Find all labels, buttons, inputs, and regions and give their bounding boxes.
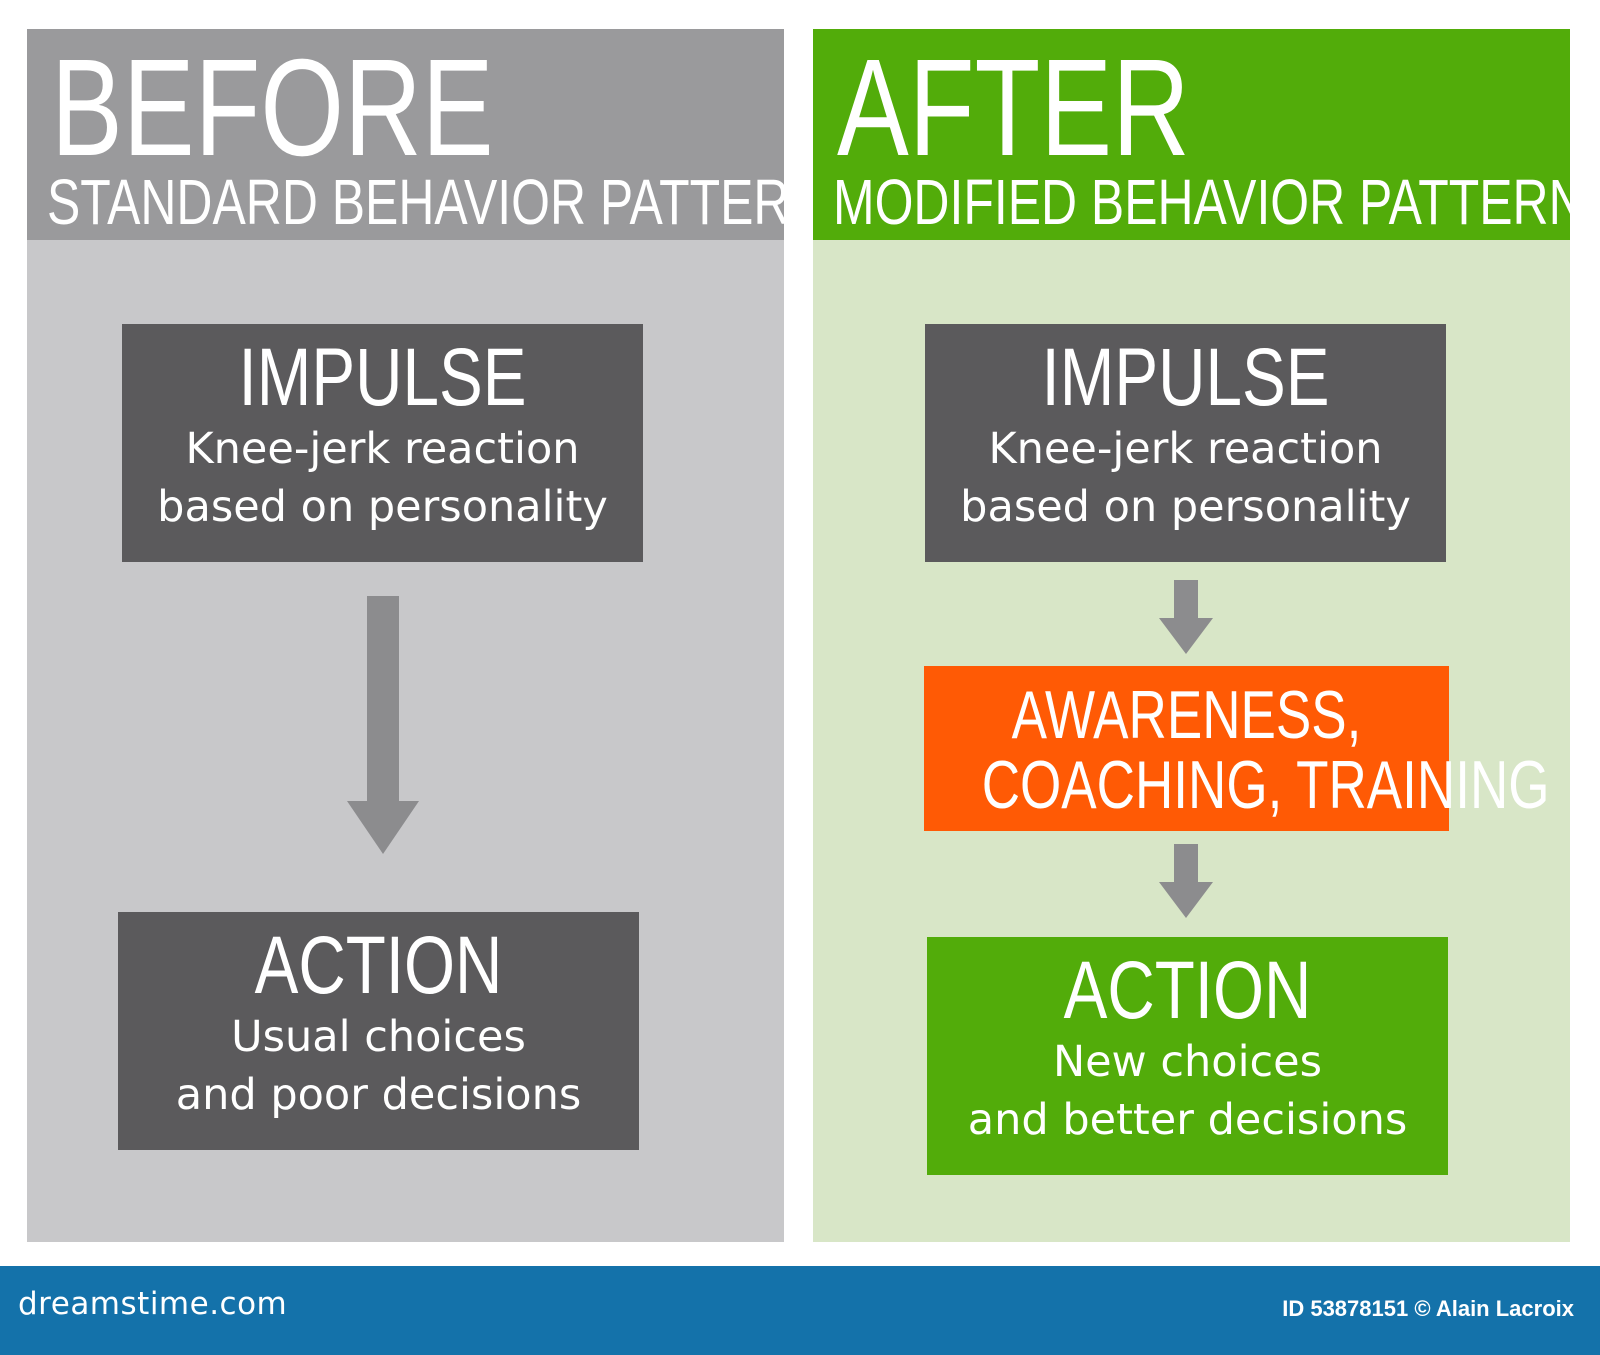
after-action-line2: and better decisions xyxy=(967,1095,1408,1145)
footer-bar: dreamstime.com ID 53878151 © Alain Lacro… xyxy=(0,1266,1600,1355)
after-title: AFTER xyxy=(837,31,1190,185)
after-action-title: ACTION xyxy=(1063,945,1312,1036)
arrow-down-icon xyxy=(1159,580,1213,654)
before-impulse-box: IMPULSE Knee-jerk reaction based on pers… xyxy=(122,324,643,562)
after-action-line1: New choices xyxy=(1052,1037,1323,1087)
after-panel: AFTER MODIFIED BEHAVIOR PATTERN IMPULSE … xyxy=(813,29,1570,1242)
awareness-box: AWARENESS, COACHING, TRAINING xyxy=(924,666,1550,831)
before-impulse-line1: Knee-jerk reaction xyxy=(185,424,580,474)
arrow-down-icon xyxy=(347,596,419,854)
after-impulse-title: IMPULSE xyxy=(1041,332,1330,423)
before-header: BEFORE STANDARD BEHAVIOR PATTERN xyxy=(27,29,784,240)
after-impulse-line2: based on personality xyxy=(960,482,1411,532)
after-header: AFTER MODIFIED BEHAVIOR PATTERN xyxy=(813,29,1570,240)
before-action-line1: Usual choices xyxy=(231,1012,526,1062)
before-title: BEFORE xyxy=(51,31,494,185)
awareness-line1: AWARENESS, xyxy=(1011,677,1362,753)
after-impulse-line1: Knee-jerk reaction xyxy=(988,424,1383,474)
awareness-line2: COACHING, TRAINING xyxy=(981,747,1550,823)
before-panel: BEFORE STANDARD BEHAVIOR PATTERN IMPULSE… xyxy=(27,29,784,1242)
before-subtitle: STANDARD BEHAVIOR PATTERN xyxy=(47,166,784,238)
footer-brand: dreamstime.com xyxy=(18,1286,288,1322)
after-action-box: ACTION New choices and better decisions xyxy=(927,937,1448,1175)
footer-credit: ID 53878151 © Alain Lacroix xyxy=(1282,1296,1574,1321)
after-subtitle: MODIFIED BEHAVIOR PATTERN xyxy=(833,166,1570,238)
before-impulse-title: IMPULSE xyxy=(238,332,527,423)
before-impulse-line2: based on personality xyxy=(157,482,608,532)
before-action-line2: and poor decisions xyxy=(175,1070,582,1120)
after-impulse-box: IMPULSE Knee-jerk reaction based on pers… xyxy=(925,324,1446,562)
before-action-title: ACTION xyxy=(254,920,503,1011)
before-action-box: ACTION Usual choices and poor decisions xyxy=(118,912,639,1150)
arrow-down-icon xyxy=(1159,844,1213,918)
